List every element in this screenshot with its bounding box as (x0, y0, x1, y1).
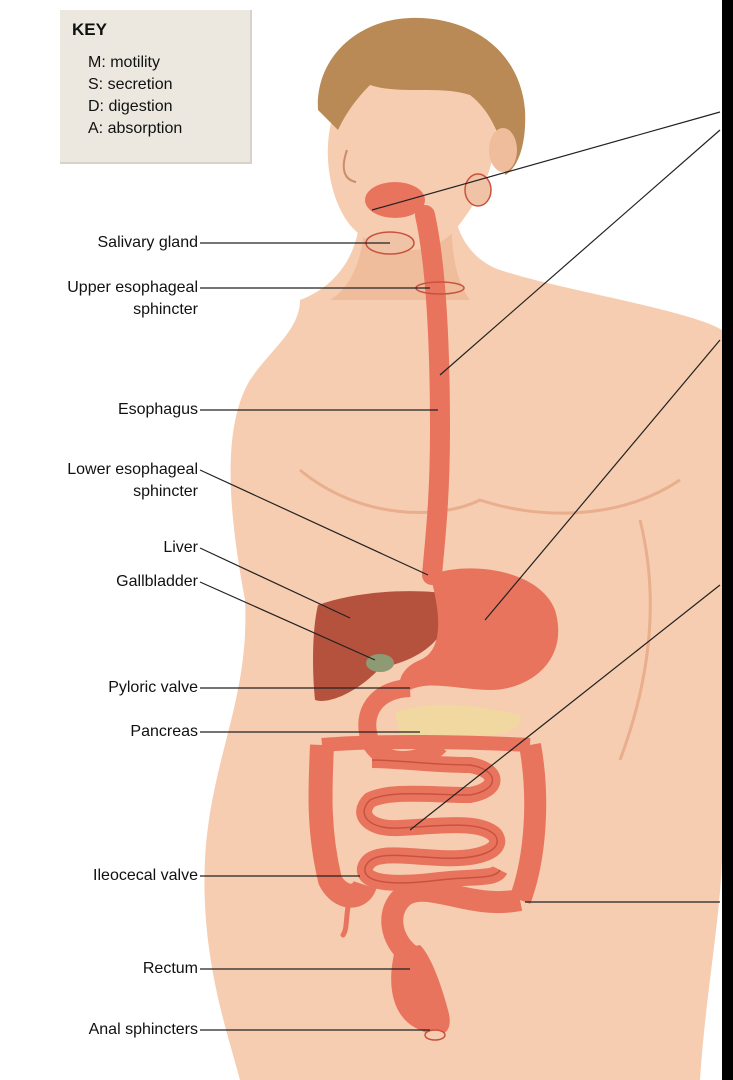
label-esophagus: Esophagus (118, 399, 198, 421)
key-legend: KEY M: motility S: secretion D: digestio… (60, 10, 252, 164)
label-pancreas: Pancreas (130, 721, 198, 743)
key-title: KEY (72, 20, 107, 40)
transverse-colon (322, 742, 530, 745)
key-item-motility: M: motility (88, 54, 160, 72)
key-item-secretion: S: secretion (88, 76, 172, 94)
label-lower-esophageal-sphincter: sphincter (133, 481, 198, 503)
label-anal-sphincters: Anal sphincters (89, 1019, 198, 1041)
label-pyloric-valve: Pyloric valve (108, 677, 198, 699)
parotid-gland (465, 174, 491, 206)
key-item-digestion: D: digestion (88, 98, 173, 116)
label-rectum: Rectum (143, 958, 198, 980)
anal-sphincter-ring (425, 1030, 445, 1040)
label-ileocecal-valve: Ileocecal valve (93, 865, 198, 887)
ear (489, 128, 517, 172)
label-gallbladder: Gallbladder (116, 571, 198, 593)
label-lower-esophageal: Lower esophageal (67, 459, 198, 481)
key-item-absorption: A: absorption (88, 120, 182, 138)
label-liver: Liver (163, 537, 198, 559)
label-salivary-gland: Salivary gland (98, 232, 199, 254)
gallbladder-shape (366, 654, 394, 672)
label-upper-esophageal: Upper esophageal (67, 277, 198, 299)
label-upper-esophageal-sphincter: sphincter (133, 299, 198, 321)
